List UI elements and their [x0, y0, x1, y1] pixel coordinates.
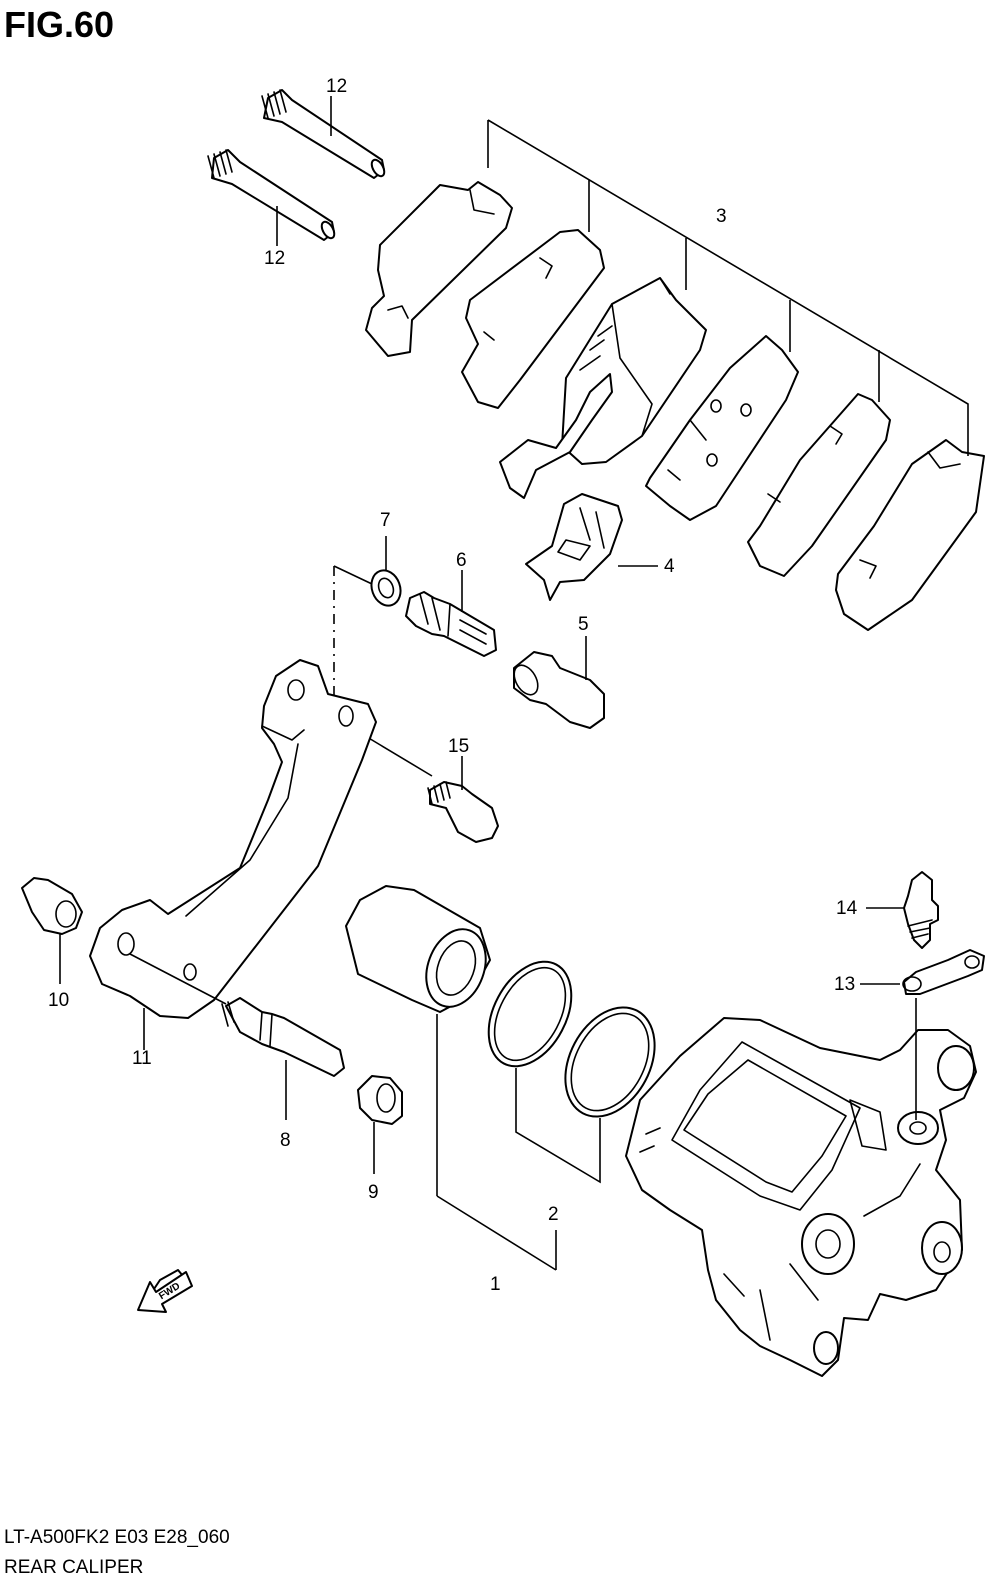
callout-1: 1: [490, 1274, 501, 1295]
callout-5: 5: [578, 614, 589, 635]
part-9-seal[interactable]: [357, 1075, 403, 1174]
part-3-brake-pad-set[interactable]: [365, 119, 985, 631]
part-2-piston-seals[interactable]: [472, 948, 673, 1184]
part-13-washer[interactable]: [860, 949, 985, 1120]
callout-9: 9: [368, 1182, 379, 1203]
section-name: REAR CALIPER: [4, 1557, 144, 1578]
part-10-bushing[interactable]: [21, 877, 83, 984]
callout-2: 2: [548, 1204, 559, 1225]
callout-12-upper: 12: [326, 76, 347, 97]
callout-12-lower: 12: [264, 248, 285, 269]
callout-10: 10: [48, 990, 69, 1011]
callout-7: 7: [380, 510, 391, 531]
model-code: LT-A500FK2 E03 E28_060: [4, 1527, 230, 1548]
callout-11: 11: [132, 1048, 152, 1069]
callout-3: 3: [716, 206, 727, 227]
fwd-direction-arrow: FWD: [137, 1269, 193, 1313]
part-12-pad-pin-upper[interactable]: [261, 89, 387, 179]
part-8-slide-pin[interactable]: [129, 953, 345, 1120]
caliper-body[interactable]: [625, 1017, 977, 1377]
part-12-pad-pin-lower[interactable]: [207, 149, 337, 241]
part-11-caliper-bracket[interactable]: [89, 565, 377, 1050]
part-1-piston[interactable]: [345, 885, 557, 1271]
part-15-bolt[interactable]: [351, 727, 499, 843]
part-4-spring[interactable]: [525, 493, 658, 601]
callout-13: 13: [834, 974, 855, 995]
part-6-slide-pin[interactable]: [405, 570, 497, 657]
callout-14: 14: [836, 898, 858, 919]
part-7-washer[interactable]: [367, 536, 406, 610]
callout-4: 4: [664, 556, 675, 577]
part-5-pin-boot[interactable]: [509, 636, 605, 729]
callout-15: 15: [448, 736, 469, 757]
callout-8: 8: [280, 1130, 291, 1151]
part-14-bleeder-valve[interactable]: [866, 871, 939, 949]
figure-title: FIG.60: [4, 4, 115, 45]
callout-6: 6: [456, 550, 467, 571]
